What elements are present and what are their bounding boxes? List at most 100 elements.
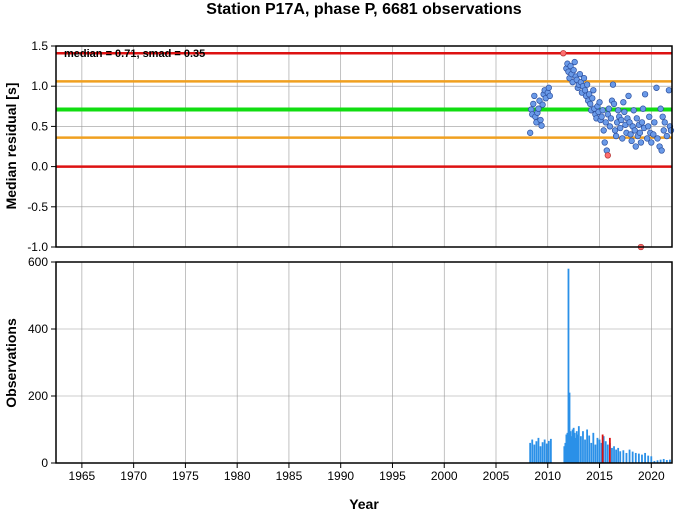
residual-point — [609, 81, 617, 88]
residual-point — [596, 99, 603, 106]
observation-bar — [588, 435, 591, 463]
residual-point — [598, 113, 605, 120]
residual-point — [644, 135, 651, 142]
observations-plot-frame — [55, 261, 673, 464]
observation-bar — [617, 447, 620, 463]
residual-point — [660, 127, 667, 134]
observation-bar — [665, 459, 668, 463]
observation-bar — [634, 452, 637, 463]
observation-bar — [582, 431, 584, 463]
residual-point — [600, 127, 607, 134]
observation-bar — [564, 442, 567, 463]
observation-bar — [545, 443, 548, 463]
observation-bar — [565, 434, 568, 463]
observation-bar — [641, 454, 643, 463]
residual-panel: 1.51.00.50.0-0.5-1.0 median = 0.71, smad… — [3, 39, 675, 254]
residual-point — [535, 105, 542, 112]
residual-point — [628, 137, 635, 145]
residual-point — [639, 105, 647, 112]
residual-point — [663, 132, 670, 140]
median-annotation: median = 0.71, smad = 0.35 — [64, 48, 205, 60]
residual-point — [617, 124, 624, 132]
x-tick-label: 1980 — [224, 469, 251, 483]
observation-bar — [543, 439, 546, 463]
observation-bar — [653, 460, 656, 463]
x-tick-label: 1970 — [120, 469, 147, 483]
x-tick-label: 1985 — [276, 469, 303, 483]
observation-bar — [539, 446, 542, 463]
observation-bar — [619, 451, 622, 463]
residual-y-axis-label: Median residual [s] — [3, 83, 19, 210]
y-tick-label: 0.5 — [31, 119, 48, 133]
x-tick-label: 2015 — [586, 469, 613, 483]
observation-bar — [577, 426, 580, 463]
observation-bar — [570, 436, 573, 463]
residual-point — [570, 66, 577, 74]
y-tick-label: -1.0 — [27, 240, 48, 254]
residual-point — [661, 119, 668, 126]
observation-bar — [571, 429, 574, 463]
observation-bar — [584, 439, 586, 463]
outlier-bar — [608, 437, 611, 463]
reference-lines — [56, 51, 672, 168]
y-tick-label: 1.5 — [31, 39, 48, 53]
residual-point — [531, 92, 538, 99]
observation-bar — [537, 437, 540, 463]
residual-point — [530, 100, 537, 108]
residual-plot-frame — [55, 45, 673, 248]
y-tick-label: 0.0 — [31, 160, 48, 174]
residual-point — [546, 92, 553, 99]
observation-bar — [541, 442, 544, 463]
observation-bar — [573, 432, 576, 463]
residual-point — [625, 92, 632, 99]
residual-point — [605, 105, 612, 112]
observation-bar — [669, 459, 671, 463]
residual-point — [636, 129, 644, 136]
observation-bar — [533, 444, 536, 463]
residual-point — [638, 119, 646, 126]
residual-point — [599, 107, 606, 114]
observation-bar — [628, 449, 631, 463]
observation-bar — [569, 431, 572, 463]
residual-point — [615, 107, 622, 114]
observation-bar — [644, 452, 646, 463]
x-tick-label: 2000 — [431, 469, 458, 483]
x-tick-label: 1965 — [69, 469, 96, 483]
residual-point — [583, 81, 591, 88]
observation-bar — [592, 432, 595, 463]
residual-point — [659, 113, 666, 120]
residual-point — [621, 108, 628, 116]
observation-bar — [594, 444, 597, 463]
observation-bar — [602, 436, 605, 463]
observation-bar — [579, 436, 582, 463]
residual-point — [646, 113, 653, 120]
residual-point — [589, 95, 596, 102]
observation-bar — [586, 429, 589, 463]
observation-bar — [631, 451, 634, 463]
residual-point — [580, 75, 588, 82]
y-tick-label: 1.0 — [31, 79, 48, 93]
observation-bar — [613, 446, 615, 463]
observation-bar — [611, 447, 613, 463]
residual-point — [665, 87, 673, 94]
residual-point — [648, 139, 655, 146]
residual-y-ticks: 1.51.00.50.0-0.5-1.0 — [27, 39, 56, 254]
residual-point — [610, 100, 618, 108]
observation-bar — [590, 442, 593, 463]
residual-point — [667, 127, 675, 134]
observation-bar — [566, 432, 569, 463]
residual-point — [654, 135, 661, 142]
observation-bar — [529, 442, 532, 463]
residual-point — [653, 84, 660, 91]
residual-point — [587, 100, 594, 108]
observation-bar — [563, 446, 566, 463]
residual-point — [602, 119, 609, 126]
observation-bar — [567, 268, 570, 463]
residual-point — [651, 119, 658, 126]
residual-point — [657, 105, 664, 112]
x-tick-label: 1995 — [379, 469, 406, 483]
observation-bar — [604, 441, 607, 463]
observation-bar — [615, 449, 617, 463]
